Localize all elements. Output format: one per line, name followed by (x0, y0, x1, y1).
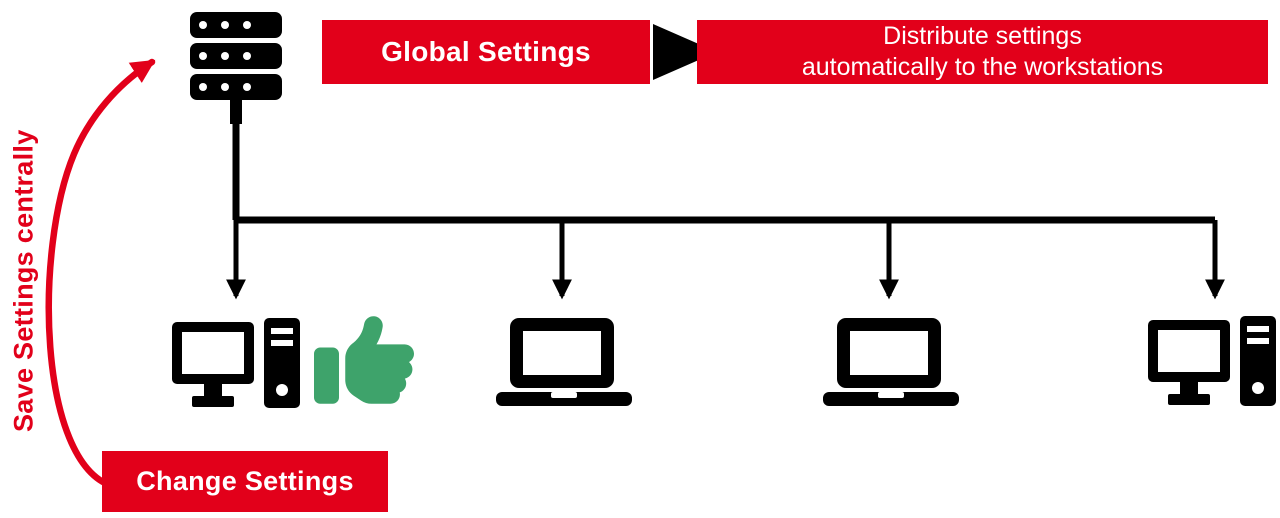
desktop-workstation-icon (1148, 316, 1276, 406)
change-settings-label: Change Settings (136, 466, 354, 496)
thumbs-up-icon (314, 316, 414, 404)
curved-arrow-icon (45, 58, 156, 490)
desktop-workstation-icon (172, 318, 300, 408)
laptop-icon (496, 318, 632, 406)
laptop-icon (823, 318, 959, 406)
distribute-label-line1: Distribute settings (883, 22, 1082, 50)
server-icon (190, 12, 282, 124)
global-settings-label: Global Settings (381, 36, 591, 67)
save-settings-label: Save Settings centrally (8, 129, 39, 432)
distribute-banner: Distribute settings automatically to the… (697, 20, 1268, 84)
global-settings-banner: Global Settings (322, 20, 650, 84)
change-settings-banner: Change Settings (102, 451, 388, 512)
distribute-label-line2: automatically to the workstations (801, 53, 1164, 81)
